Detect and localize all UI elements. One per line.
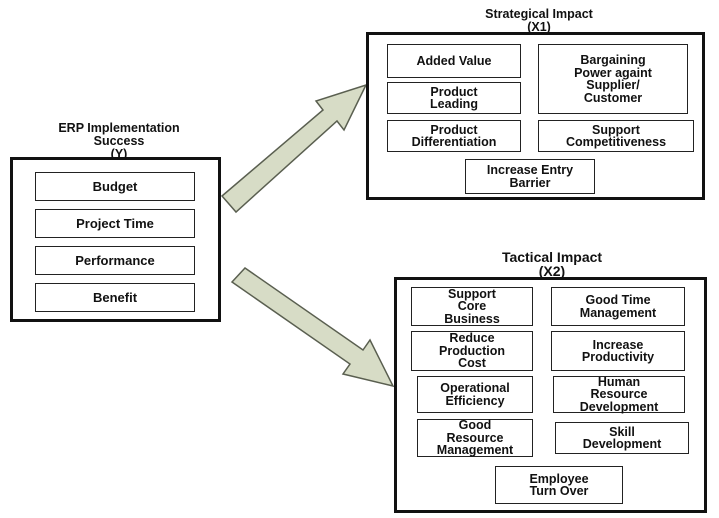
tactical-item-employee-turn-over: Employee Turn Over	[495, 466, 623, 504]
erp-item-benefit: Benefit	[35, 283, 195, 312]
strategic-item-added-value: Added Value	[387, 44, 521, 78]
strategic-item-increase-entry-barrier: Increase Entry Barrier	[465, 159, 595, 194]
tactical-item-operational-efficiency: Operational Efficiency	[417, 376, 533, 413]
tactical-item-skill-development: Skill Development	[555, 422, 689, 454]
tactical-title: Tactical Impact (X2)	[501, 249, 603, 280]
tactical-item-support-core-business: Support Core Business	[411, 287, 533, 326]
tactical-frame: Support Core Business Reduce Production …	[394, 277, 707, 513]
strategic-title: Strategical Impact (X1)	[485, 7, 593, 34]
erp-title: ERP Implementation Success (Y)	[58, 121, 180, 161]
tactical-item-human-resource-development: Human Resource Development	[553, 376, 685, 413]
strategic-item-support-competitiveness: Support Competitiveness	[538, 120, 694, 152]
strategic-item-product-differentiation: Product Differentiation	[387, 120, 521, 152]
tactical-item-reduce-production-cost: Reduce Production Cost	[411, 331, 533, 371]
tactical-item-good-time-management: Good Time Management	[551, 287, 685, 326]
erp-item-project-time: Project Time	[35, 209, 195, 238]
strategic-frame: Added Value Product Leading Product Diff…	[366, 32, 705, 200]
strategic-item-product-leading: Product Leading	[387, 82, 521, 114]
erp-item-budget: Budget	[35, 172, 195, 201]
tactical-item-good-resource-management: Good Resource Management	[417, 419, 533, 457]
arrow-to-strategic	[220, 83, 368, 214]
strategic-item-bargaining-power: Bargaining Power againt Supplier/ Custom…	[538, 44, 688, 114]
tactical-item-increase-productivity: Increase Productivity	[551, 331, 685, 371]
erp-item-performance: Performance	[35, 246, 195, 275]
erp-frame: Budget Project Time Performance Benefit	[10, 157, 221, 322]
arrow-to-tactical	[230, 267, 395, 388]
